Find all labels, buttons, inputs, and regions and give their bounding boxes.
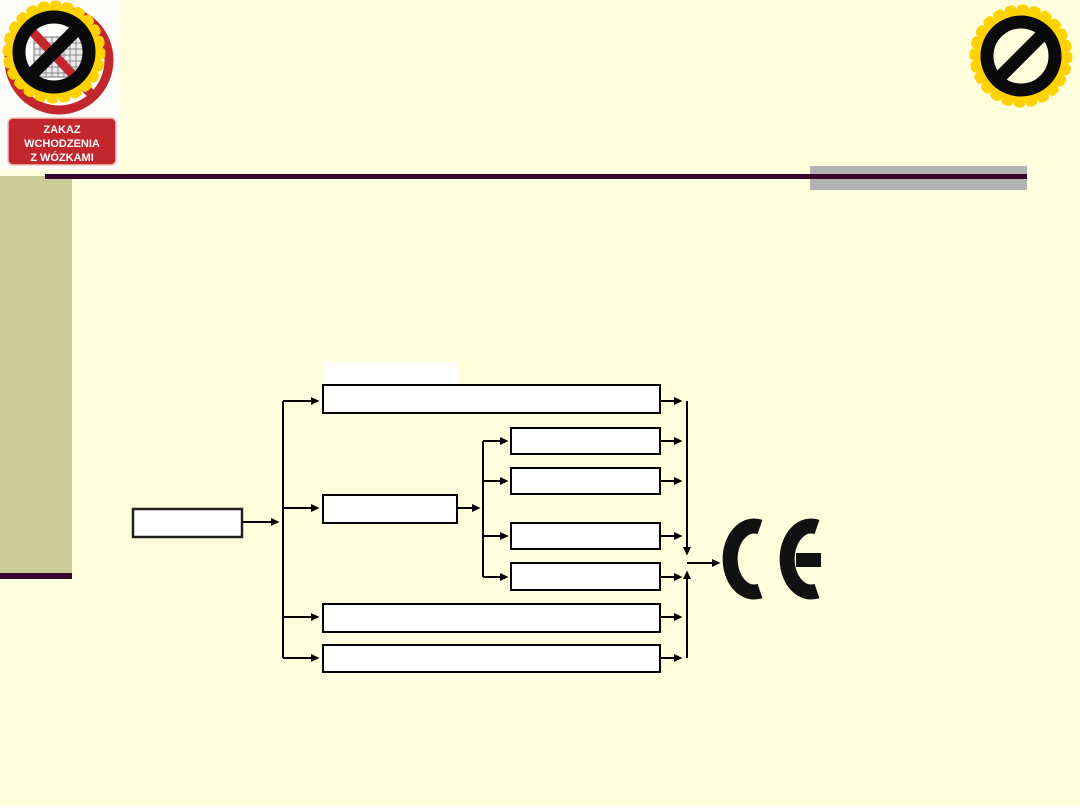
flowchart-connectors	[242, 397, 721, 662]
gear-overlay-icon	[2, 0, 106, 104]
sub-box-2	[510, 467, 661, 495]
ce-mark-icon	[722, 518, 821, 600]
no-carts-sign-image: ZAKAZ WCHODZENIA Z WÓZKAMI	[0, 0, 120, 170]
bottom-white-strip	[0, 806, 1080, 810]
ce-letter-c	[722, 518, 763, 600]
lower-branch-box-1	[322, 603, 661, 633]
sub-box-4	[510, 562, 661, 591]
sign-label-line-1: ZAKAZ	[43, 124, 81, 136]
sidebar-accent-block	[0, 176, 72, 573]
sidebar-bottom-strip	[0, 573, 72, 579]
title-rule-line	[45, 174, 1027, 179]
sign-label-line-3: Z WÓZKAMI	[30, 151, 94, 164]
sign-label-plate: ZAKAZ WCHODZENIA Z WÓZKAMI	[7, 117, 117, 166]
sub-box-1	[510, 427, 661, 455]
mid-branch-box	[322, 494, 458, 524]
lower-branch-box-2	[322, 644, 661, 673]
top-branch-box	[322, 384, 661, 414]
sign-label-line-2: WCHODZENIA	[24, 138, 100, 150]
prohibition-gear-icon	[969, 4, 1073, 108]
ce-letter-e-arc	[779, 518, 820, 600]
plain-white-box	[323, 362, 457, 385]
sub-box-3	[510, 522, 661, 550]
source-box	[131, 507, 244, 539]
flowchart-boxes	[131, 362, 661, 673]
